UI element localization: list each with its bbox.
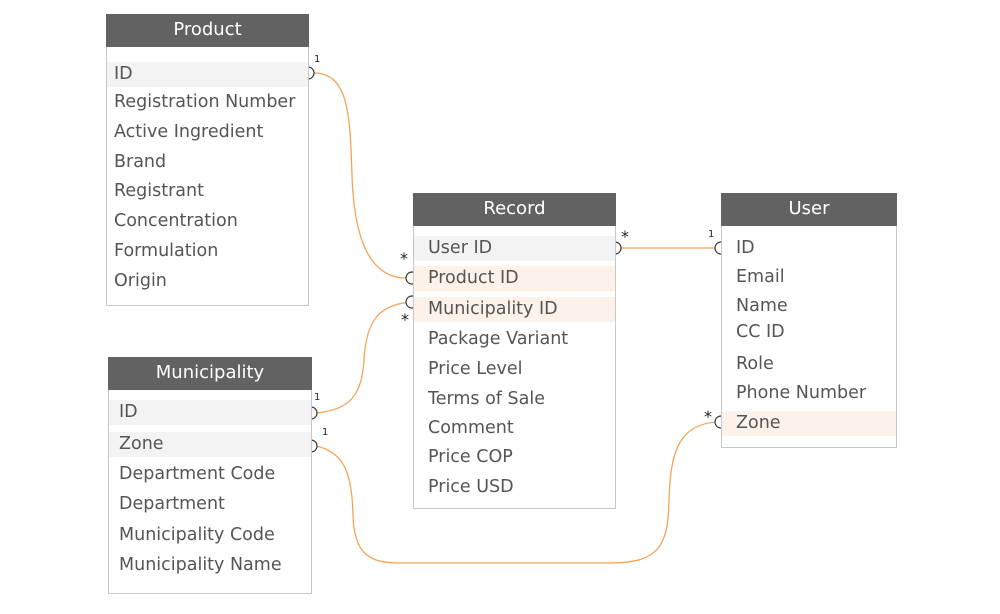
field-email[interactable]: Email <box>736 267 785 287</box>
entity-product[interactable]: Product ID Registration Number Active In… <box>106 14 309 306</box>
entity-user[interactable]: User ID Email Name CC ID Role Phone Numb… <box>721 193 897 448</box>
link-product-record[interactable] <box>313 72 407 279</box>
cardinality-product-id: 1 <box>314 54 321 65</box>
cardinality-record-municipality-id: * <box>401 310 409 329</box>
field-price-cop[interactable]: Price COP <box>428 447 513 467</box>
field-department[interactable]: Department <box>119 494 225 514</box>
cardinality-municipality-id: 1 <box>314 392 321 403</box>
field-municipality-id[interactable]: Municipality ID <box>414 297 615 322</box>
field-active-ingredient[interactable]: Active Ingredient <box>114 122 264 142</box>
field-product-id[interactable]: ID <box>107 62 308 87</box>
field-product-id[interactable]: Product ID <box>414 266 615 291</box>
cardinality-record-user-id: * <box>621 227 629 246</box>
field-comment[interactable]: Comment <box>428 418 514 438</box>
field-terms-of-sale[interactable]: Terms of Sale <box>428 389 545 409</box>
field-department-code[interactable]: Department Code <box>119 464 276 484</box>
field-municipality-name[interactable]: Municipality Name <box>119 555 282 575</box>
entity-title: User <box>721 193 897 226</box>
cardinality-record-product-id: * <box>400 249 408 268</box>
entity-record[interactable]: Record User ID Product ID Municipality I… <box>413 193 616 509</box>
entity-municipality[interactable]: Municipality ID Zone Department Code Dep… <box>108 357 312 594</box>
link-municipality-user[interactable] <box>315 421 717 564</box>
field-user-id[interactable]: User ID <box>414 236 615 261</box>
field-formulation[interactable]: Formulation <box>114 241 219 261</box>
entity-title: Record <box>413 193 616 226</box>
field-origin[interactable]: Origin <box>114 271 167 291</box>
field-id[interactable]: ID <box>736 238 755 258</box>
cardinality-user-id: 1 <box>708 229 715 240</box>
field-price-usd[interactable]: Price USD <box>428 477 514 497</box>
field-registrant[interactable]: Registrant <box>114 181 204 201</box>
field-role[interactable]: Role <box>736 354 774 374</box>
link-municipality-record[interactable] <box>315 301 413 414</box>
field-concentration[interactable]: Concentration <box>114 211 238 231</box>
field-cc-id[interactable]: CC ID <box>736 322 785 342</box>
field-zone[interactable]: Zone <box>722 411 896 436</box>
field-id[interactable]: ID <box>109 400 311 425</box>
field-registration-number[interactable]: Registration Number <box>114 92 296 112</box>
field-municipality-code[interactable]: Municipality Code <box>119 525 275 545</box>
cardinality-municipality-zone: 1 <box>322 427 329 438</box>
cardinality-user-zone: * <box>704 407 712 426</box>
field-phone-number[interactable]: Phone Number <box>736 383 867 403</box>
field-zone[interactable]: Zone <box>109 432 311 457</box>
field-name[interactable]: Name <box>736 296 788 316</box>
field-price-level[interactable]: Price Level <box>428 359 523 379</box>
field-package-variant[interactable]: Package Variant <box>428 329 569 349</box>
entity-title: Municipality <box>108 357 312 390</box>
field-brand[interactable]: Brand <box>114 152 167 172</box>
entity-title: Product <box>106 14 309 47</box>
